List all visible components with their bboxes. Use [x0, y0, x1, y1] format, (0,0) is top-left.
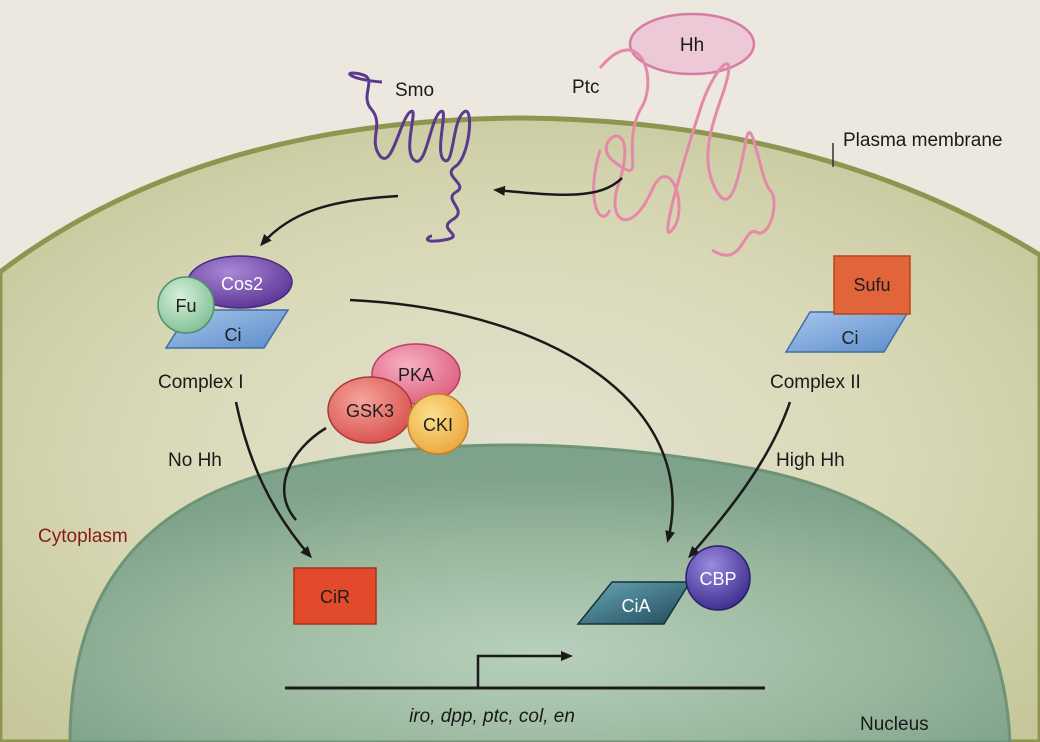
- no-hh-label: No Hh: [168, 450, 222, 471]
- smo-label: Smo: [395, 80, 434, 101]
- cir-label: CiR: [320, 587, 350, 607]
- gsk3-label: GSK3: [346, 401, 394, 421]
- cki-label: CKI: [423, 415, 453, 435]
- high-hh-label: High Hh: [776, 450, 845, 471]
- ci-label-1: Ci: [225, 325, 242, 345]
- plasma-membrane-label: Plasma membrane: [843, 130, 1002, 151]
- complex-2-label: Complex II: [770, 372, 861, 393]
- ptc-label: Ptc: [572, 77, 599, 98]
- hh-label: Hh: [680, 35, 704, 56]
- cytoplasm-label: Cytoplasm: [38, 526, 128, 547]
- nucleus-label: Nucleus: [860, 714, 929, 735]
- cos2-label: Cos2: [221, 274, 263, 294]
- pka-label: PKA: [398, 365, 434, 385]
- cbp-label: CBP: [699, 569, 736, 589]
- ci-label-2: Ci: [842, 328, 859, 348]
- sufu-label: Sufu: [853, 275, 890, 295]
- target-genes-label: iro, dpp, ptc, col, en: [409, 706, 575, 727]
- complex-1-label: Complex I: [158, 372, 244, 393]
- cia-label: CiA: [621, 596, 650, 616]
- fu-label: Fu: [175, 296, 196, 316]
